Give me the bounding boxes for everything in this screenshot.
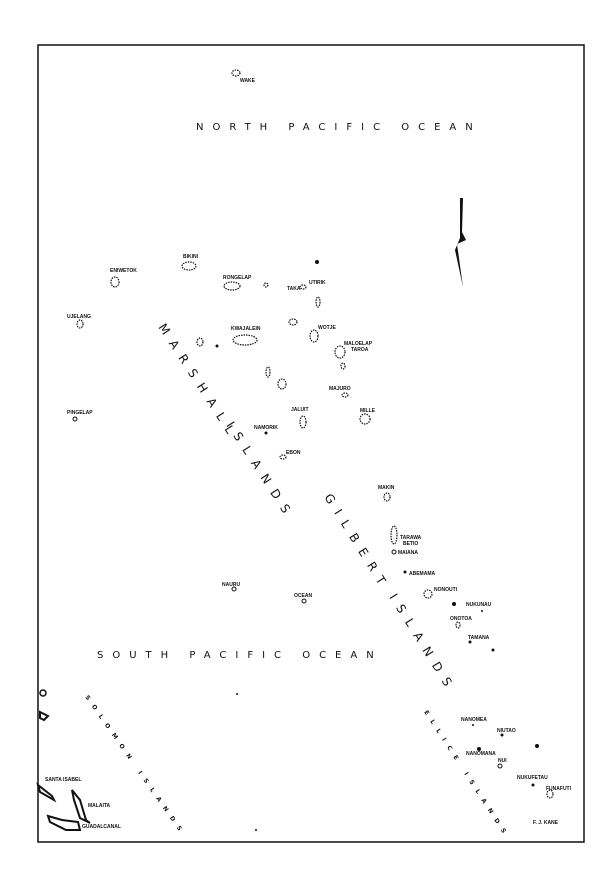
island-label-onotoa: ONOTOA <box>450 616 472 622</box>
island-label-wotje: WOTJE <box>318 325 336 331</box>
island-label-nanomana: NANOMANA <box>466 751 496 757</box>
island-label-utirik: UTIRIK <box>309 280 326 286</box>
island-label-namorik: NAMORIK <box>254 425 278 431</box>
gilbert-label: GILBERT <box>321 491 393 594</box>
island-label-betio: BETIO <box>403 541 418 547</box>
map-credit: F. J. KANE <box>533 820 559 826</box>
south-pacific-ocean-label: SOUTH PACIFIC OCEAN <box>97 650 383 661</box>
solomon-islands-label: SOLOMON ISLANDS <box>83 694 187 838</box>
island-label-tarawa: TARAWA <box>400 535 422 541</box>
island-label-ocean: OCEAN <box>294 593 312 599</box>
marshall-islands-label: ISLANDS <box>223 419 297 523</box>
island-shapes <box>36 69 554 831</box>
island-label-wake: WAKE <box>240 78 256 84</box>
island-label-maloelap: MALOELAP <box>344 341 373 347</box>
island-label-nauru: NAURU <box>222 582 240 588</box>
north-arrow-icon <box>455 198 466 287</box>
island-label-rongelap: RONGELAP <box>223 275 252 281</box>
island-label-maiana: MAIANA <box>398 550 418 556</box>
island-label-nanomea: NANOMEA <box>461 717 487 723</box>
island-label-santa-isabel: SANTA ISABEL <box>45 777 81 783</box>
island-label-jaluit: JALUIT <box>291 407 309 413</box>
island-label-bikini: BIKINI <box>183 254 199 260</box>
island-label-ujelang: UJELANG <box>67 314 91 320</box>
island-label-nui: NUI <box>498 758 507 764</box>
island-label-guadalcanal: GUADALCANAL <box>82 824 121 830</box>
island-label-nukunau: NUKUNAU <box>466 602 492 608</box>
island-label-makin: MAKIN <box>378 485 395 491</box>
gilbert-islands-label: ISLANDS <box>386 591 459 696</box>
island-label-majuro: MAJURO <box>329 386 351 392</box>
island-label-ebon: EBON <box>286 450 301 456</box>
island-label-taka: TAKA <box>287 286 301 292</box>
island-label-niutao: NIUTAO <box>497 728 516 734</box>
island-label-nukufetau: NUKUFETAU <box>517 775 548 781</box>
island-label-abemama: ABEMAMA <box>409 571 435 577</box>
island-label-funafuti: FUNAFUTI <box>546 786 572 792</box>
island-label-kwajalein: KWAJALEIN <box>231 326 261 332</box>
island-label-malaita: MALAITA <box>88 803 111 809</box>
island-labels: WAKE BIKINI ENIWETOK RONGELAP TAKA UTIRI… <box>45 78 572 830</box>
north-pacific-ocean-label: NORTH PACIFIC OCEAN <box>196 122 482 133</box>
island-label-taroa: TAROA <box>351 347 369 353</box>
island-label-tamana: TAMANA <box>468 635 490 641</box>
map-frame <box>37 44 585 843</box>
island-label-nonouti: NONOUTI <box>434 587 458 593</box>
island-label-mille: MILLE <box>360 408 376 414</box>
island-label-eniwetok: ENIWETOK <box>110 268 137 274</box>
island-label-pingelap: PINGELAP <box>67 410 93 416</box>
